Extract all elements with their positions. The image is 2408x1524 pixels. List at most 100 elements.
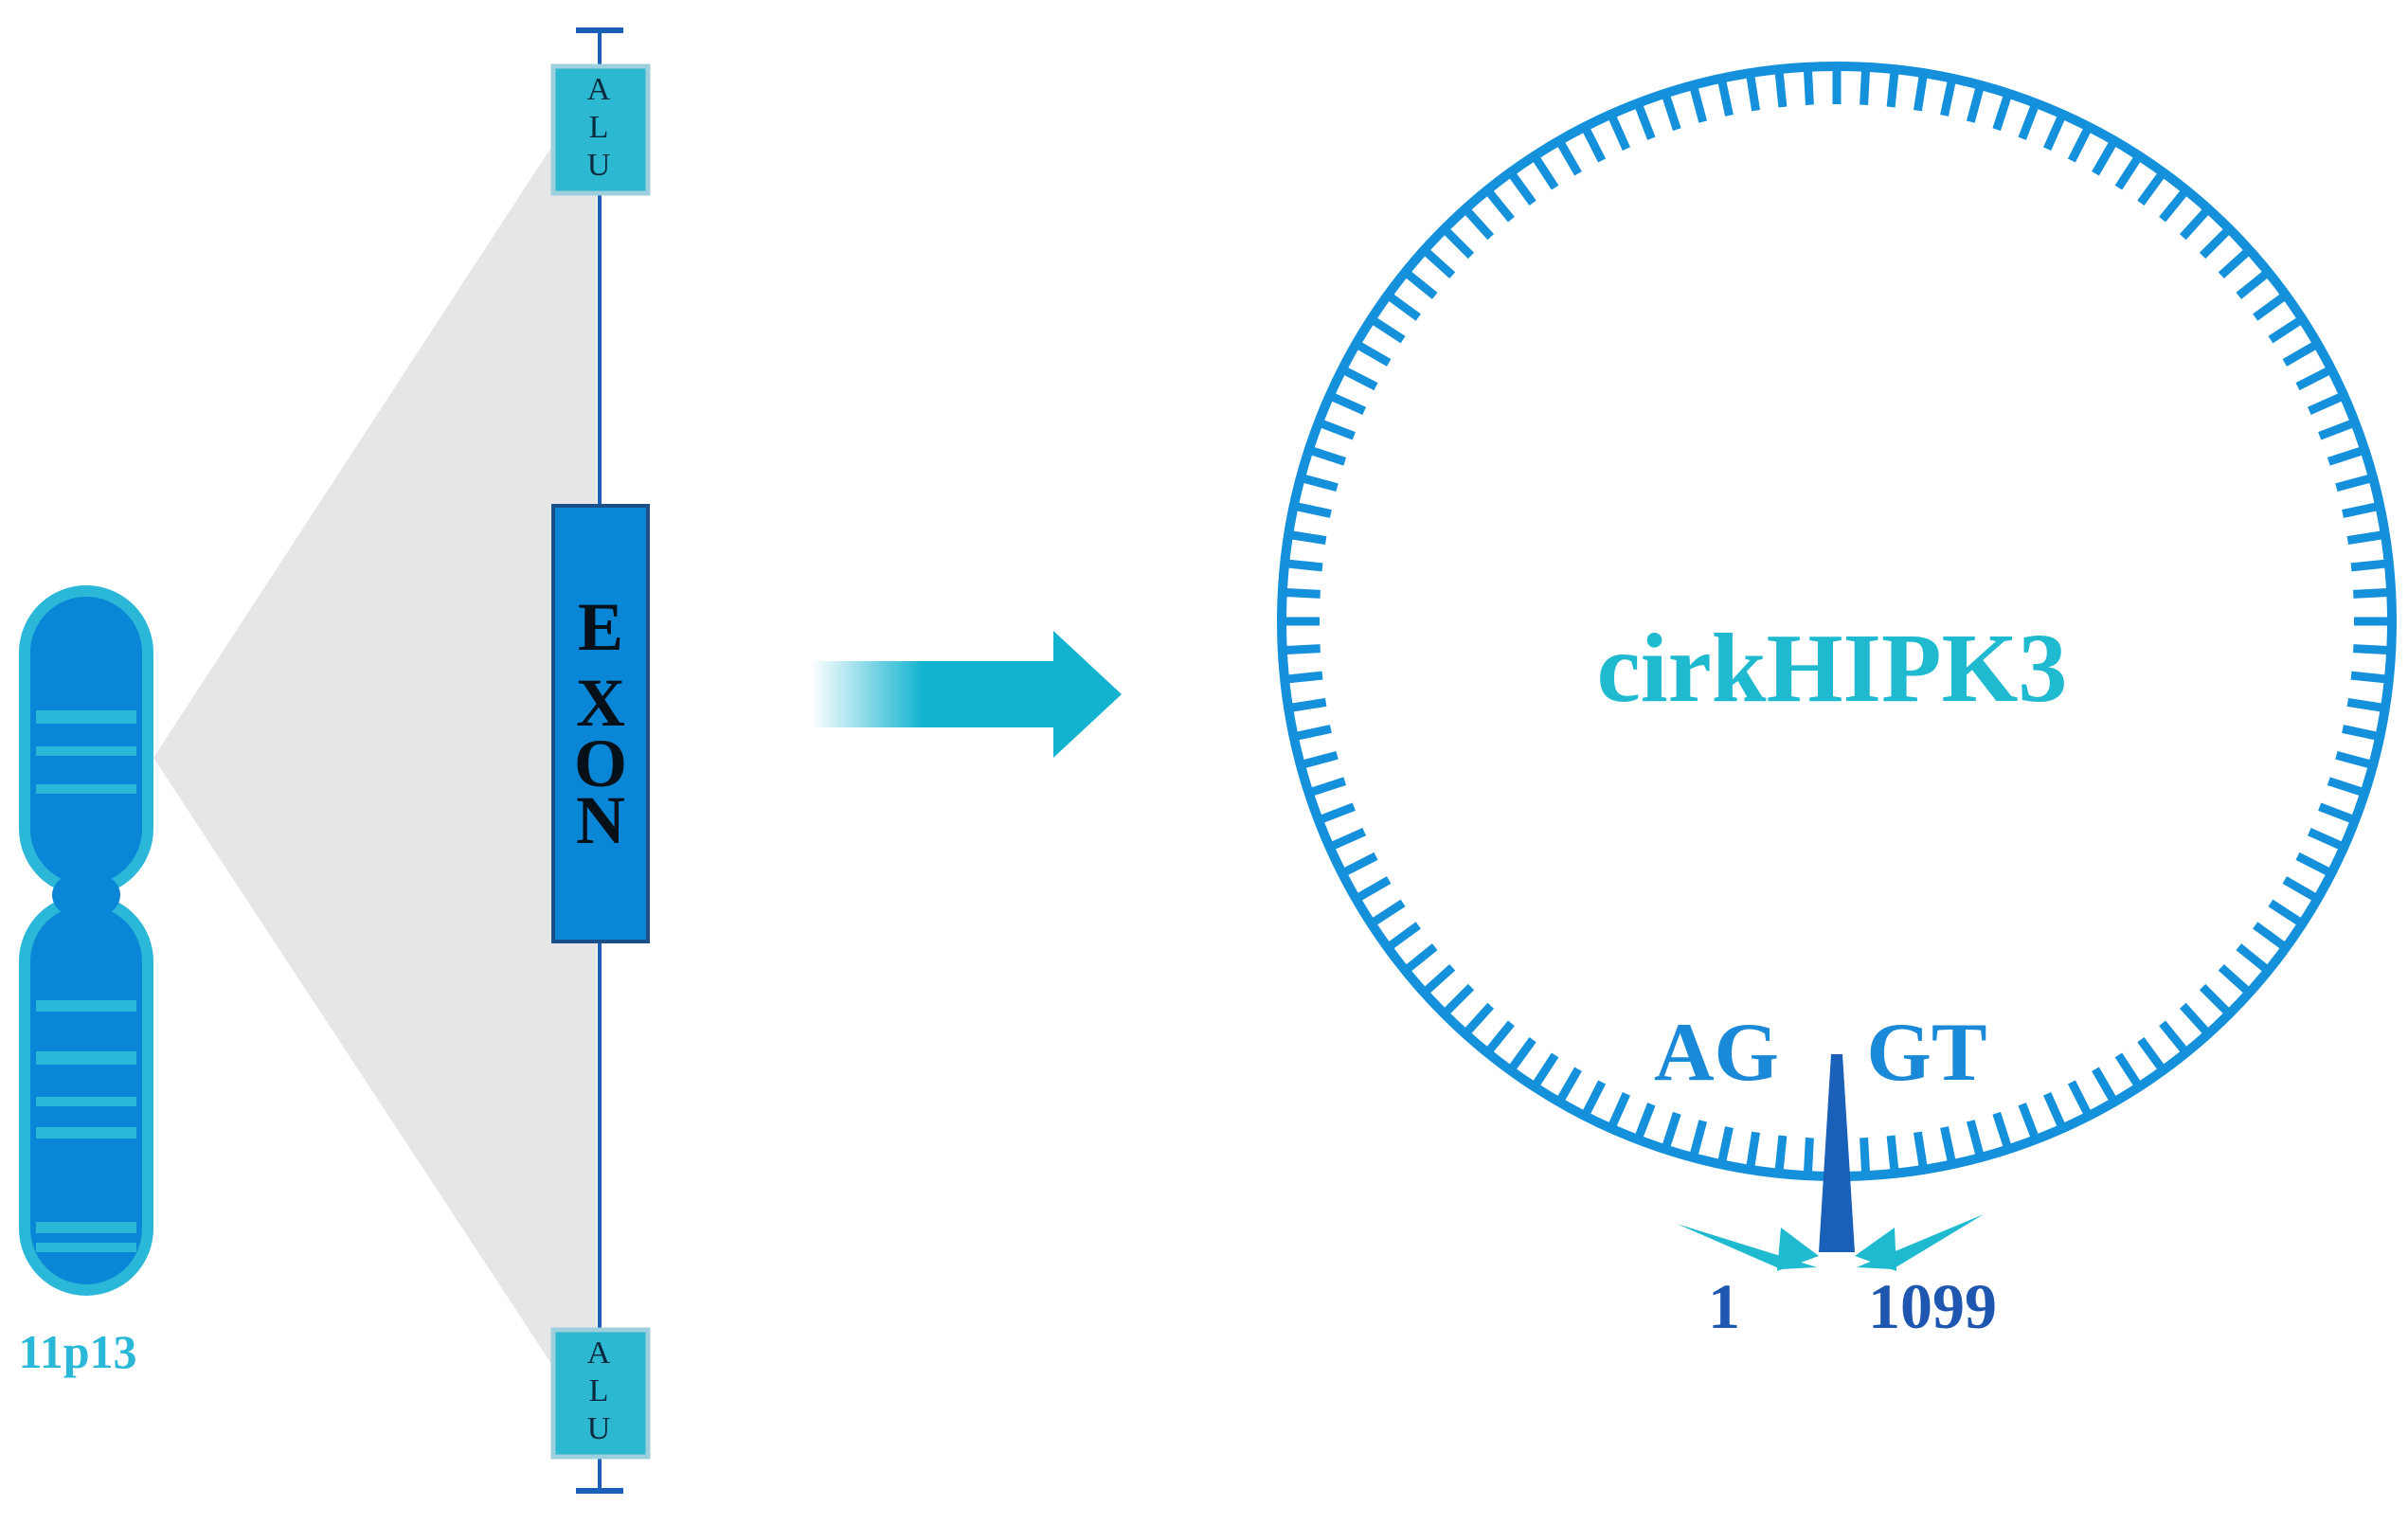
circrna-tick — [2353, 644, 2388, 654]
circrna-tick — [2159, 189, 2187, 223]
circrna-tick — [1608, 1091, 1631, 1127]
circrna-tick — [1635, 105, 1656, 140]
circrna-tick — [1582, 128, 1607, 163]
circrna-tick — [2067, 128, 2092, 163]
circrna-tick — [2199, 983, 2230, 1014]
circrna-tick — [1343, 367, 1378, 391]
circrna-tick — [2137, 1037, 2165, 1070]
process-arrow — [811, 631, 1122, 758]
circrna-tick — [2335, 750, 2371, 768]
circrna-tick — [1331, 827, 1367, 850]
circrna-tick — [2327, 777, 2363, 797]
circrna-tick — [2179, 208, 2209, 241]
circrna-tick — [1321, 802, 1356, 823]
circrna-tick — [2307, 827, 2343, 850]
circrna-tick — [1285, 588, 1321, 599]
circrna-tick — [2335, 475, 2371, 493]
alu-top-letter: A — [587, 72, 611, 107]
left-splice-site: AG — [1654, 1007, 1779, 1099]
circrna-tick — [1486, 189, 1515, 223]
circrna-tick — [1357, 342, 1392, 367]
circrna-tick — [1717, 81, 1734, 117]
circrna-tick — [1303, 475, 1339, 493]
circrna-tick — [2159, 1020, 2187, 1053]
circrna-tick — [1357, 876, 1392, 901]
circrna-tick — [1804, 70, 1814, 105]
circrna-tick — [2092, 141, 2116, 176]
circrna-tick — [2018, 1103, 2039, 1138]
circrna-tick — [2042, 116, 2065, 152]
circrna-tick — [1774, 1135, 1788, 1171]
zoom-shadow — [153, 133, 597, 1378]
circrna-tick — [1303, 750, 1339, 768]
circrna-tick — [1662, 1111, 1681, 1147]
circrna-tick — [1291, 697, 1327, 712]
circrna-tick — [2295, 367, 2330, 391]
circrna-tick — [1966, 87, 1984, 123]
circrna-tick — [1424, 249, 1456, 279]
circrna-ticks — [1285, 70, 2388, 1173]
alu-bottom-letter: U — [587, 1411, 611, 1446]
left-junction-arrow-head — [1777, 1228, 1819, 1271]
circrna-tick — [1992, 96, 2012, 132]
circrna-tick — [1444, 983, 1475, 1014]
alu-top-letter: L — [589, 110, 609, 145]
circrna-tick — [1372, 317, 1406, 344]
circrna-tick — [1774, 72, 1788, 108]
circrna-tick — [1913, 1131, 1928, 1167]
alu-element-bottom: A L U — [550, 1327, 651, 1460]
circrna-tick — [1635, 1103, 1656, 1138]
circrna-tick — [1296, 725, 1332, 741]
circrna-tick — [1343, 852, 1378, 876]
circrna-tick — [2067, 1080, 2092, 1115]
circrna-tick — [2092, 1067, 2116, 1102]
circrna-tick — [2318, 420, 2353, 440]
circrna-tick — [1886, 72, 1899, 108]
circrna-tick — [1509, 1037, 1536, 1070]
circrna-tick — [1465, 1002, 1495, 1034]
circrna-tick — [1405, 271, 1438, 299]
circrna-tick — [1746, 1131, 1761, 1167]
circrna-tick — [2199, 228, 2230, 260]
chromosome — [19, 585, 153, 1296]
circrna-tick — [1509, 172, 1536, 206]
circrna-tick — [1717, 1126, 1734, 1162]
circrna-tick — [1465, 208, 1495, 241]
circrna-tick — [1557, 141, 1582, 176]
circrna-tick — [1582, 1080, 1607, 1115]
circrna-tick — [2350, 671, 2386, 684]
circrna-tick — [2282, 342, 2317, 367]
circrna-tick — [1291, 530, 1327, 546]
circrna-tick — [2114, 1052, 2141, 1086]
alu-bottom-letter: A — [587, 1336, 611, 1371]
circrna-tick — [1287, 671, 1323, 684]
circrna-tick — [1388, 294, 1421, 321]
circrna-tick — [2346, 697, 2382, 712]
circrna-tick — [2114, 156, 2141, 190]
circrna-tick — [2268, 317, 2302, 344]
alu-element-top: A L U — [550, 63, 651, 196]
circrna-tick — [1662, 96, 1681, 132]
circrna-tick — [2268, 899, 2302, 925]
circrna-tick — [1804, 1138, 1814, 1173]
circrna-tick — [2236, 943, 2269, 972]
chromosome-upper-arm — [19, 585, 153, 896]
circrna-tick — [1608, 116, 1631, 152]
back-splice-junction — [1819, 1054, 1855, 1252]
chromosome-label: 11p13 — [18, 1325, 136, 1378]
gene-locus: A L U E X O N A L U — [550, 27, 651, 1494]
circrna-tick — [1533, 156, 1559, 190]
circular-rna — [1277, 62, 2397, 1271]
circrna-tick — [1285, 644, 1321, 654]
chromosome-bands — [36, 710, 136, 1252]
exon-letter: N — [576, 782, 625, 858]
circrna-tick — [1966, 1120, 1984, 1156]
exon-letter: O — [574, 726, 627, 801]
circrna-tick — [1557, 1067, 1582, 1102]
exon: E X O N — [551, 504, 650, 943]
circrna-tick — [1321, 420, 1356, 440]
circrna-tick — [2327, 446, 2363, 466]
circrna-tick — [2282, 876, 2317, 901]
circrna-tick — [1940, 81, 1956, 117]
